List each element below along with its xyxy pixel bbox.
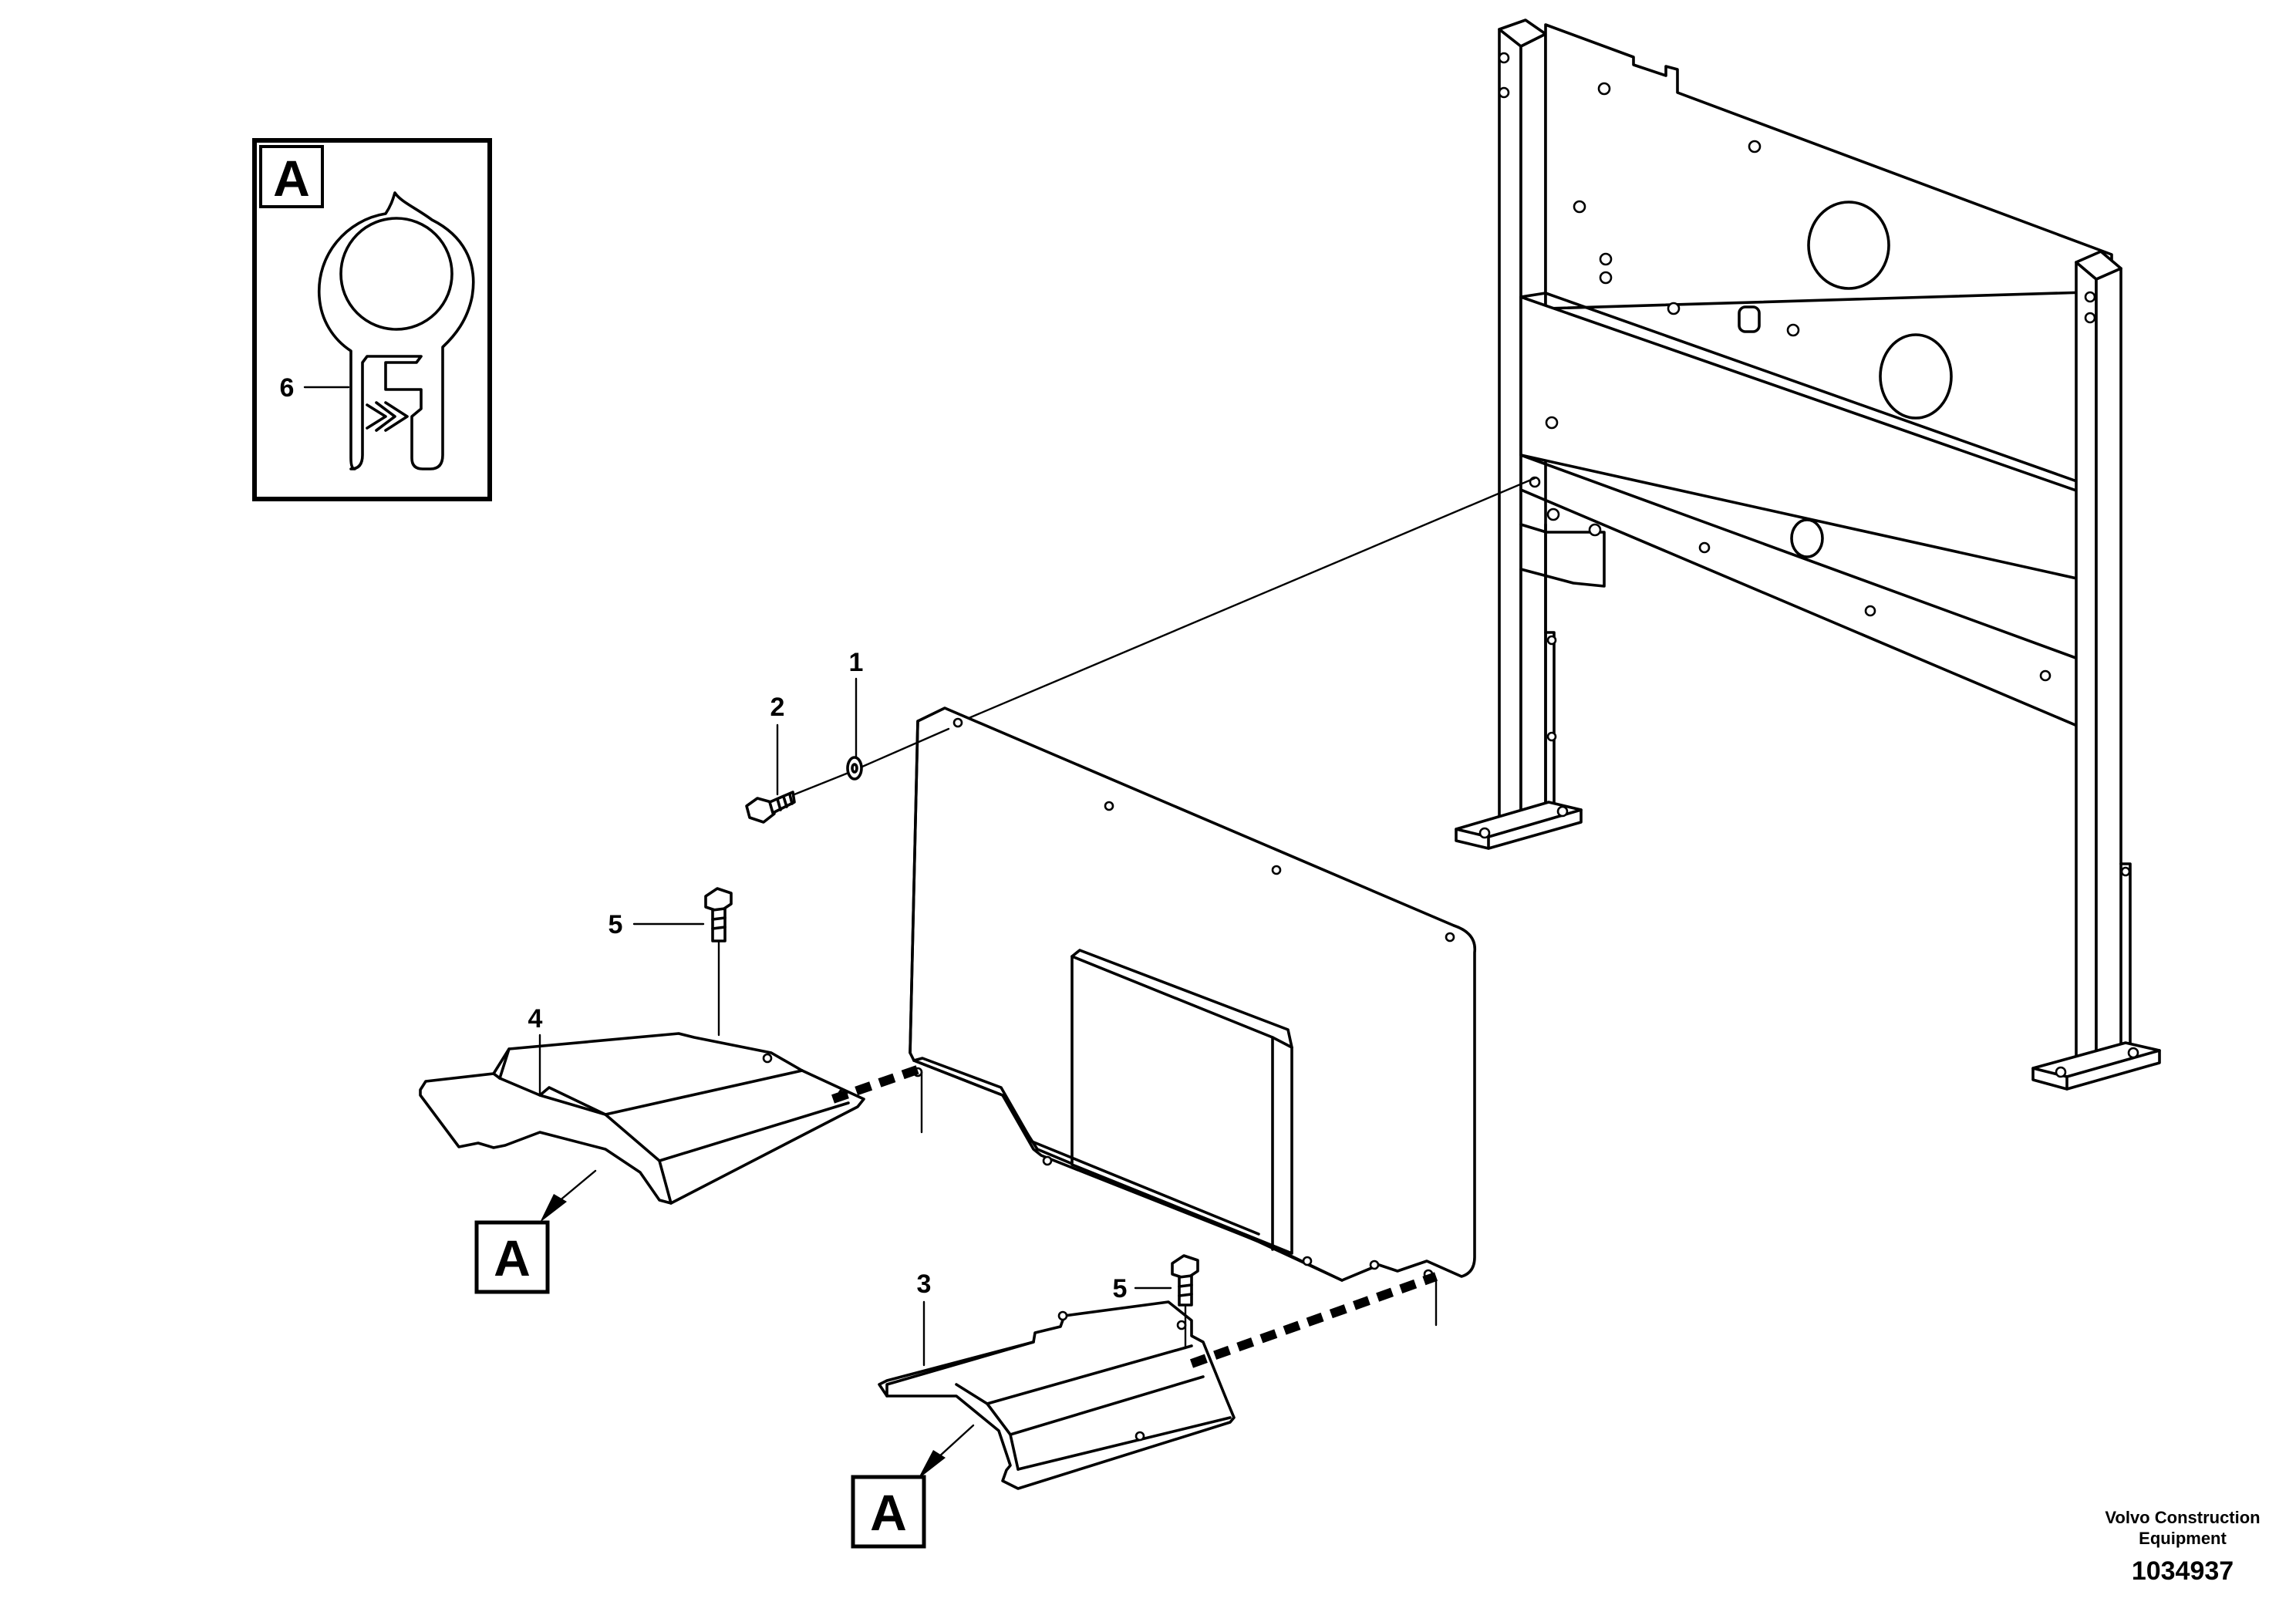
credit-line-2: Equipment <box>2139 1529 2227 1548</box>
washer-item-1 <box>846 756 863 781</box>
callouts: 1 2 5 4 3 5 <box>528 648 1172 1367</box>
view-ref-left-label: A <box>494 1229 531 1286</box>
document-number: 1034937 <box>2132 1556 2234 1586</box>
callout-1: 1 <box>849 648 864 677</box>
callout-4: 4 <box>528 1004 543 1034</box>
callout-5-upper: 5 <box>609 910 623 939</box>
view-ref-left: A <box>474 1169 597 1294</box>
seal-strip-item-4 <box>419 1032 865 1205</box>
detail-view-label: A <box>273 150 310 207</box>
alignment-line-panel <box>956 477 1536 724</box>
view-ref-bottom-label: A <box>870 1484 907 1541</box>
view-ref-bottom: A <box>851 1424 975 1549</box>
support-frame <box>1455 19 2161 1091</box>
screw-item-5-upper <box>704 887 733 943</box>
callout-2: 2 <box>770 693 785 722</box>
alignment-dash-lower <box>1189 1272 1438 1368</box>
footer-credit: Volvo Construction Equipment 1034937 <box>2105 1508 2260 1586</box>
screw-item-5-lower <box>1171 1254 1199 1307</box>
callout-6: 6 <box>280 373 295 403</box>
detail-view-a: A 6 <box>252 138 492 501</box>
credit-line-1: Volvo Construction <box>2105 1508 2260 1527</box>
callout-3: 3 <box>917 1270 932 1299</box>
cover-panel <box>909 706 1477 1282</box>
seal-strip-item-3 <box>878 1300 1236 1490</box>
callout-5-lower: 5 <box>1113 1274 1128 1303</box>
alignment-dash-upper <box>831 1064 923 1104</box>
screw-item-2 <box>745 791 796 824</box>
edge-seal-profile <box>318 191 475 470</box>
